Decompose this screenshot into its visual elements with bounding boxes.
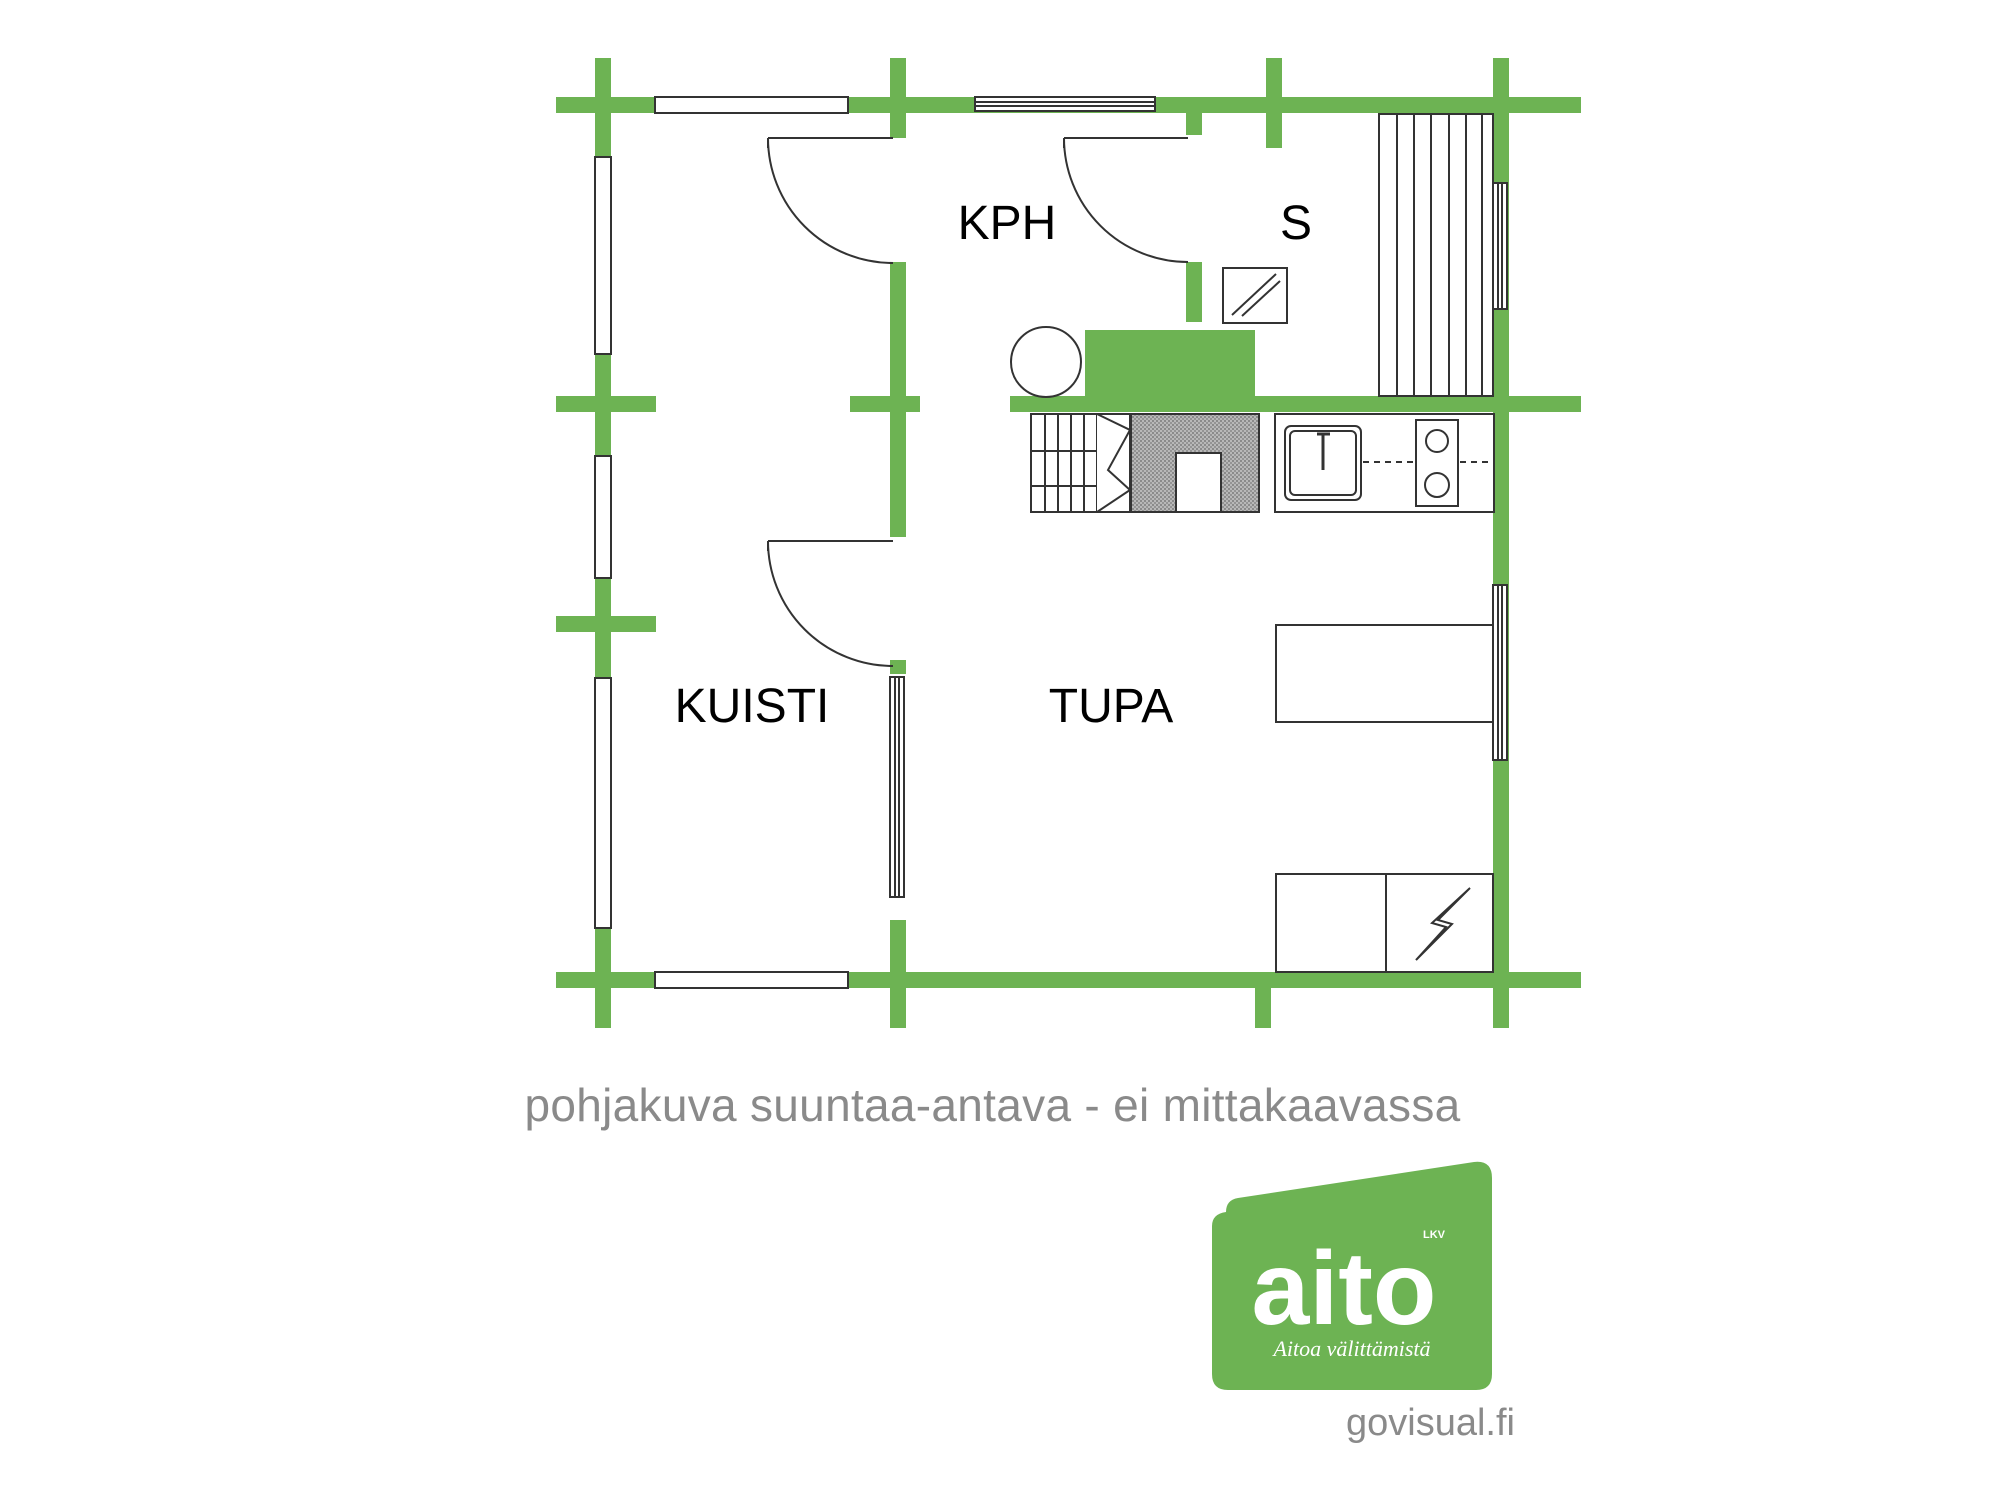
credit-text: govisual.fi: [1346, 1402, 1515, 1444]
staircase-icon: [1030, 413, 1132, 513]
window-top-middle: [974, 96, 1156, 112]
window-tupa-right: [1492, 584, 1508, 761]
window-sauna-right: [1492, 182, 1508, 310]
doors: [767, 137, 1189, 667]
svg-text:Aitoa välittämistä: Aitoa välittämistä: [1271, 1336, 1430, 1361]
electric-icon: [1415, 887, 1471, 961]
room-label-kuisti: KUISTI: [675, 680, 830, 733]
window-tupa-left: [889, 676, 905, 898]
appliance-counter-icon: [1275, 873, 1494, 973]
kitchen-counter-icon: [1274, 413, 1495, 513]
room-label-tupa: TUPA: [1049, 680, 1173, 733]
window-left-upper: [594, 156, 612, 355]
svg-text:LKV: LKV: [1423, 1229, 1446, 1241]
svg-text:aito: aito: [1252, 1231, 1437, 1347]
window-left-lower: [594, 677, 612, 929]
plan-disclaimer: pohjakuva suuntaa-antava - ei mittakaava…: [524, 1079, 1461, 1131]
windows: [594, 96, 1508, 989]
window-bottom: [654, 971, 849, 989]
sauna-bench-icon: [1378, 113, 1494, 397]
toilet-icon: [1010, 326, 1082, 398]
opening-left: [594, 455, 612, 579]
fireplace-icon: [1130, 413, 1260, 513]
room-label-kph: KPH: [958, 197, 1057, 250]
fixtures: [1010, 113, 1495, 973]
room-label-sauna: S: [1280, 197, 1312, 250]
bed-icon: [1275, 624, 1494, 723]
window-top-left: [654, 96, 849, 114]
aito-logo: aito LKV Aitoa välittämistä: [1212, 1161, 1492, 1390]
